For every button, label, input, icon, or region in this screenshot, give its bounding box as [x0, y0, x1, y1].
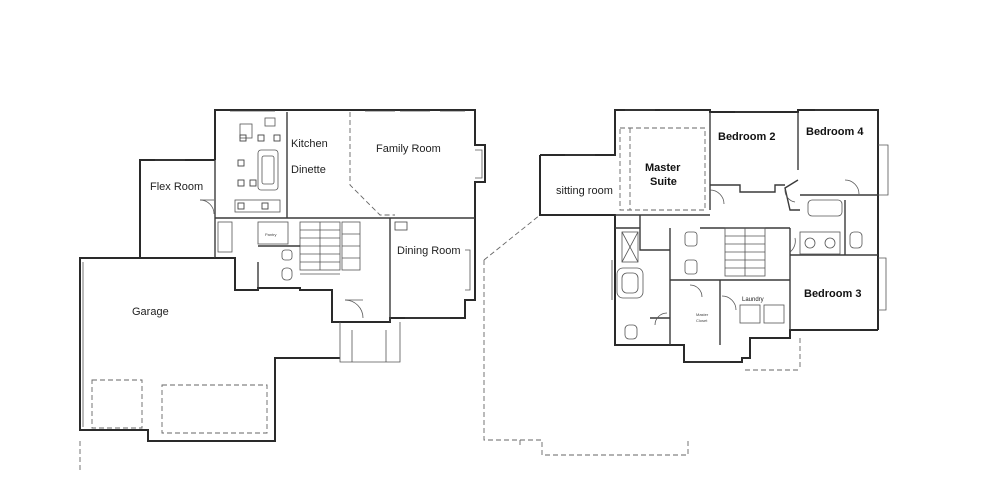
second-floor-doors [654, 179, 860, 326]
room-labels: Kitchen Dinette Family Room Flex Room Di… [132, 126, 864, 323]
second-floor-stairs [724, 227, 766, 277]
first-floor-stairs [299, 221, 361, 275]
first-floor-plan [79, 109, 486, 470]
second-floor-fixtures [616, 199, 863, 340]
label-bedroom-3: Bedroom 3 [804, 288, 861, 300]
label-laundry: Laundry [742, 297, 764, 303]
pantry-powder-area [217, 221, 364, 319]
label-master-suite-line2: Suite [650, 176, 677, 188]
label-bedroom-4: Bedroom 4 [806, 126, 864, 138]
label-dinette: Dinette [291, 164, 326, 176]
label-master-closet-line1: Master [696, 312, 709, 317]
label-master-suite-line1: Master [645, 162, 681, 174]
label-family-room: Family Room [376, 143, 441, 155]
label-dining-room: Dining Room [397, 245, 461, 257]
kitchen-island [234, 117, 281, 213]
label-sitting-room: sitting room [556, 185, 613, 197]
second-floor-plan [483, 109, 889, 456]
second-floor-interior-walls [483, 112, 878, 456]
label-kitchen: Kitchen [291, 138, 328, 150]
label-flex-room: Flex Room [150, 181, 203, 193]
label-garage: Garage [132, 306, 169, 318]
flex-room-outline [139, 159, 216, 259]
label-pantry: Pantry [265, 232, 277, 237]
main-house-shell [214, 109, 486, 363]
label-bedroom-2: Bedroom 2 [718, 131, 775, 143]
label-master-closet-line2: Closet [696, 318, 708, 323]
